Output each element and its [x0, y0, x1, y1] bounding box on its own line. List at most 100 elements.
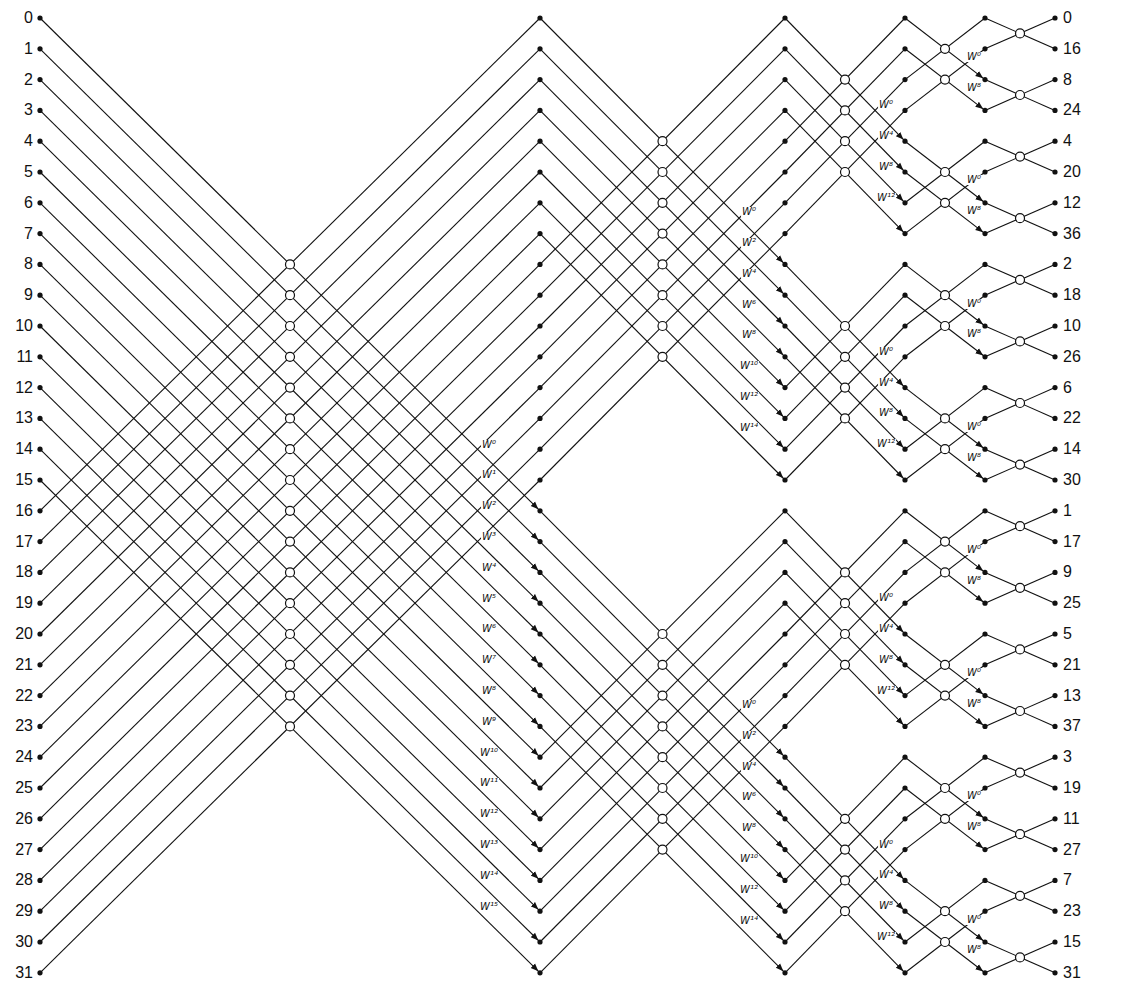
node-dot	[782, 693, 787, 698]
twiddle-factor: W⁰	[966, 422, 982, 432]
signal-line	[40, 480, 540, 973]
node-dot	[537, 46, 542, 51]
adder-circle	[1016, 337, 1025, 346]
signal-line	[785, 542, 905, 665]
signal-line	[785, 511, 905, 634]
signal-line	[40, 234, 540, 727]
adder-circle	[286, 352, 295, 361]
node-dot	[37, 539, 42, 544]
signal-line	[785, 110, 905, 233]
signal-line	[785, 850, 905, 973]
signal-line	[905, 665, 985, 727]
twiddle-factor: W¹⁴	[479, 871, 499, 881]
signal-line	[905, 388, 985, 450]
input-index: 30	[15, 934, 33, 950]
adder-circle	[841, 660, 850, 669]
node-dot	[37, 601, 42, 606]
twiddle-factor: W²	[481, 501, 497, 511]
signal-line	[40, 326, 540, 819]
signal-line	[540, 203, 785, 449]
twiddle-factor: W¹	[481, 470, 497, 480]
adder-circle	[841, 414, 850, 423]
twiddle-factor: W⁸	[966, 576, 982, 586]
node-dot	[982, 385, 987, 390]
twiddle-factor: W¹²	[876, 439, 896, 449]
twiddle-factor: W⁰	[966, 175, 982, 185]
signal-line	[40, 172, 540, 665]
input-index: 16	[15, 503, 33, 519]
adder-circle	[841, 383, 850, 392]
adder-circle	[841, 814, 850, 823]
adder-circle	[286, 506, 295, 515]
input-index: 21	[15, 657, 33, 673]
node-dot	[537, 108, 542, 113]
node-dot	[537, 970, 542, 975]
output-index: 6	[1063, 380, 1072, 396]
twiddle-factor: W⁰	[966, 545, 982, 555]
node-dot	[37, 15, 42, 20]
node-dot	[1052, 724, 1057, 729]
node-dot	[902, 693, 907, 698]
signal-line	[40, 203, 540, 696]
twiddle-factor: W⁶	[741, 792, 757, 802]
twiddle-factor: W⁴	[741, 269, 757, 279]
node-dot	[37, 847, 42, 852]
signal-line	[905, 634, 985, 696]
signal-line	[540, 542, 785, 788]
signal-line	[985, 757, 1055, 788]
signal-line	[905, 172, 985, 234]
twiddle-factor: W²	[741, 731, 757, 741]
output-index: 5	[1063, 626, 1072, 642]
twiddle-factor: W²	[741, 238, 757, 248]
input-index: 10	[15, 318, 33, 334]
adder-circle	[941, 691, 950, 700]
input-index: 5	[24, 164, 33, 180]
node-dot	[902, 816, 907, 821]
signal-line	[905, 388, 985, 450]
adder-circle	[841, 599, 850, 608]
node-dot	[782, 785, 787, 790]
node-dot	[1052, 447, 1057, 452]
signal-line	[905, 18, 985, 80]
signal-line	[40, 141, 540, 634]
signal-line	[540, 172, 785, 418]
adder-circle	[1016, 645, 1025, 654]
node-dot	[902, 631, 907, 636]
node-dot	[537, 15, 542, 20]
input-index: 25	[15, 780, 33, 796]
node-dot	[982, 816, 987, 821]
adder-circle	[941, 907, 950, 916]
node-dot	[782, 354, 787, 359]
node-dot	[982, 416, 987, 421]
signal-line	[785, 80, 905, 203]
signal-line	[40, 295, 540, 788]
input-index: 17	[15, 534, 33, 550]
input-index: 2	[24, 72, 33, 88]
twiddle-factor: W⁵	[481, 594, 497, 604]
node-dot	[1052, 539, 1057, 544]
input-index: 13	[15, 410, 33, 426]
node-dot	[37, 416, 42, 421]
signal-line	[540, 572, 785, 818]
node-dot	[902, 447, 907, 452]
input-index: 26	[15, 811, 33, 827]
node-dot	[982, 231, 987, 236]
twiddle-factor: W¹²	[876, 193, 896, 203]
node-dot	[37, 108, 42, 113]
twiddle-factor: W⁴	[878, 378, 894, 388]
adder-circle	[1016, 399, 1025, 408]
input-index: 1	[24, 41, 33, 57]
signal-line	[785, 603, 905, 726]
signal-line	[905, 141, 985, 203]
output-index: 13	[1063, 688, 1081, 704]
adder-circle	[658, 260, 667, 269]
signal-line	[905, 295, 985, 357]
input-index: 28	[15, 872, 33, 888]
signal-line	[985, 511, 1055, 542]
adder-circle	[658, 722, 667, 731]
adder-circle	[841, 75, 850, 84]
node-dot	[782, 970, 787, 975]
twiddle-factor: W¹³	[479, 840, 499, 850]
node-dot	[37, 77, 42, 82]
